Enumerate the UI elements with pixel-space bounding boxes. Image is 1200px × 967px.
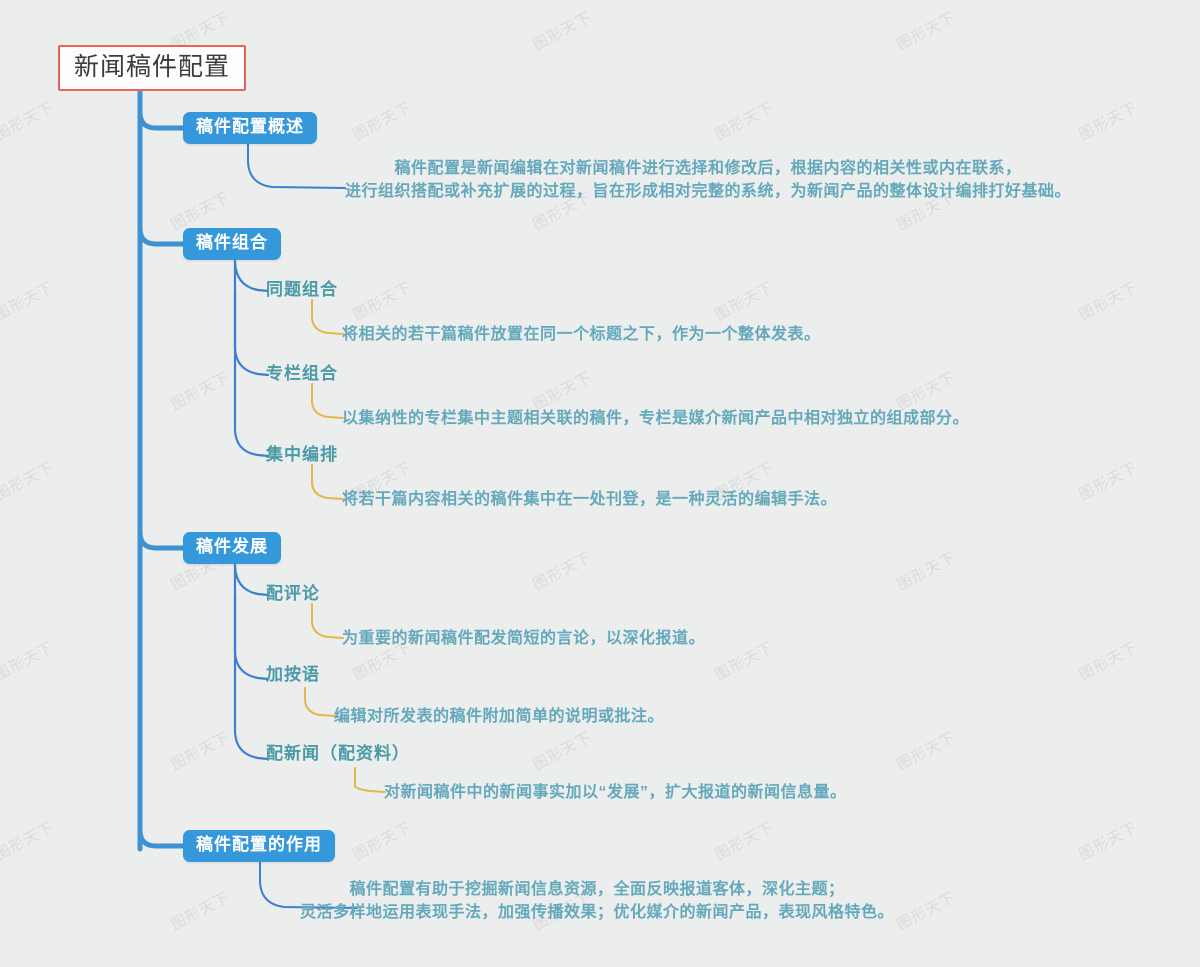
desc-connector-2-2 (311, 383, 344, 419)
description-line: 灵活多样地运用表现手法，加强传播效果；优化媒介的新闻产品，表现风格特色。 (300, 904, 895, 922)
trunk-elbow-3 (137, 529, 186, 551)
desc-connector-3-3 (354, 767, 386, 793)
description-line: 稿件配置有助于挖掘新闻信息资源，全面反映报道客体，深化主题； (349, 881, 845, 898)
description-same-topic: 将相关的若干篇稿件放置在同一个标题之下，作为一个整体发表。 (342, 326, 821, 343)
sub-node-editor-note[interactable]: 加按语 (266, 665, 320, 684)
watermark: 图形天下 (530, 729, 595, 774)
watermark: 图形天下 (0, 279, 57, 324)
sub-connector-2-1 (233, 260, 270, 293)
desc-connector-2-3 (311, 464, 344, 500)
branch-node-development[interactable]: 稿件发展 (183, 532, 281, 564)
watermark: 图形天下 (894, 549, 959, 594)
watermark: 图形天下 (1076, 459, 1141, 504)
watermark: 图形天下 (168, 369, 233, 414)
desc-connector-2-1 (311, 299, 344, 335)
watermark: 图形天下 (168, 889, 233, 934)
branch-node-combination[interactable]: 稿件组合 (183, 228, 281, 260)
branch-node-role[interactable]: 稿件配置的作用 (183, 830, 335, 862)
watermark: 图形天下 (0, 639, 57, 684)
sub-node-same-topic[interactable]: 同题组合 (266, 280, 338, 299)
watermark: 图形天下 (1076, 99, 1141, 144)
description-related-news: 对新闻稿件中的新闻事实加以“发展”，扩大报道的新闻信息量。 (384, 784, 847, 801)
watermark: 图形天下 (712, 639, 777, 684)
watermark: 图形天下 (0, 459, 57, 504)
watermark: 图形天下 (712, 819, 777, 864)
description-line: 稿件配置是新闻编辑在对新闻稿件进行选择和修改后，根据内容的相关性或内在联系， (394, 160, 1022, 177)
description-role: 稿件配置有助于挖掘新闻信息资源，全面反映报道客体，深化主题； 灵活多样地运用表现手… (300, 878, 894, 924)
sub-connector-3-2 (233, 592, 270, 681)
sub-node-commentary[interactable]: 配评论 (266, 584, 320, 603)
description-column: 以集纳性的专栏集中主题相关联的稿件，专栏是媒介新闻产品中相对独立的组成部分。 (342, 410, 970, 427)
watermark: 图形天下 (1076, 279, 1141, 324)
sub-node-related-news[interactable]: 配新闻（配资料） (266, 744, 410, 763)
trunk-elbow-1 (137, 109, 186, 131)
trunk-elbow-4 (137, 827, 186, 849)
description-centralized: 将若干篇内容相关的稿件集中在一处刊登，是一种灵活的编辑手法。 (342, 491, 838, 508)
watermark: 图形天下 (712, 279, 777, 324)
sub-spine-2 (233, 256, 270, 458)
watermark: 图形天下 (530, 549, 595, 594)
watermark: 图形天下 (894, 9, 959, 54)
desc-connector-3-1 (311, 603, 344, 639)
sub-node-column[interactable]: 专栏组合 (266, 364, 338, 383)
root-node[interactable]: 新闻稿件配置 (58, 45, 247, 91)
description-line: 进行组织搭配或补充扩展的过程，旨在形成相对完整的系统，为新闻产品的整体设计编排打… (345, 183, 1072, 201)
watermark: 图形天下 (350, 279, 415, 324)
description-overview: 稿件配置是新闻编辑在对新闻稿件进行选择和修改后，根据内容的相关性或内在联系， 进行… (345, 157, 1071, 203)
watermark: 图形天下 (1076, 639, 1141, 684)
description-editor-note: 编辑对所发表的稿件附加简单的说明或批注。 (334, 708, 665, 725)
watermark: 图形天下 (894, 729, 959, 774)
watermark: 图形天下 (894, 889, 959, 934)
watermark: 图形天下 (1076, 819, 1141, 864)
sub-node-centralized[interactable]: 集中编排 (266, 445, 338, 464)
watermark: 图形天下 (0, 819, 57, 864)
sub-connector-3-1 (233, 564, 270, 597)
watermark: 图形天下 (168, 729, 233, 774)
branch-node-overview[interactable]: 稿件配置概述 (183, 112, 317, 144)
desc-connector-overview (247, 141, 346, 189)
desc-connector-3-2 (304, 687, 336, 717)
watermark: 图形天下 (350, 819, 415, 864)
watermark: 图形天下 (712, 99, 777, 144)
watermark: 图形天下 (0, 99, 57, 144)
description-commentary: 为重要的新闻稿件配发简短的言论，以深化报道。 (342, 630, 706, 647)
sub-spine-3 (233, 560, 270, 761)
sub-connector-2-2 (233, 288, 270, 377)
watermark: 图形天下 (530, 9, 595, 54)
watermark: 图形天下 (350, 99, 415, 144)
